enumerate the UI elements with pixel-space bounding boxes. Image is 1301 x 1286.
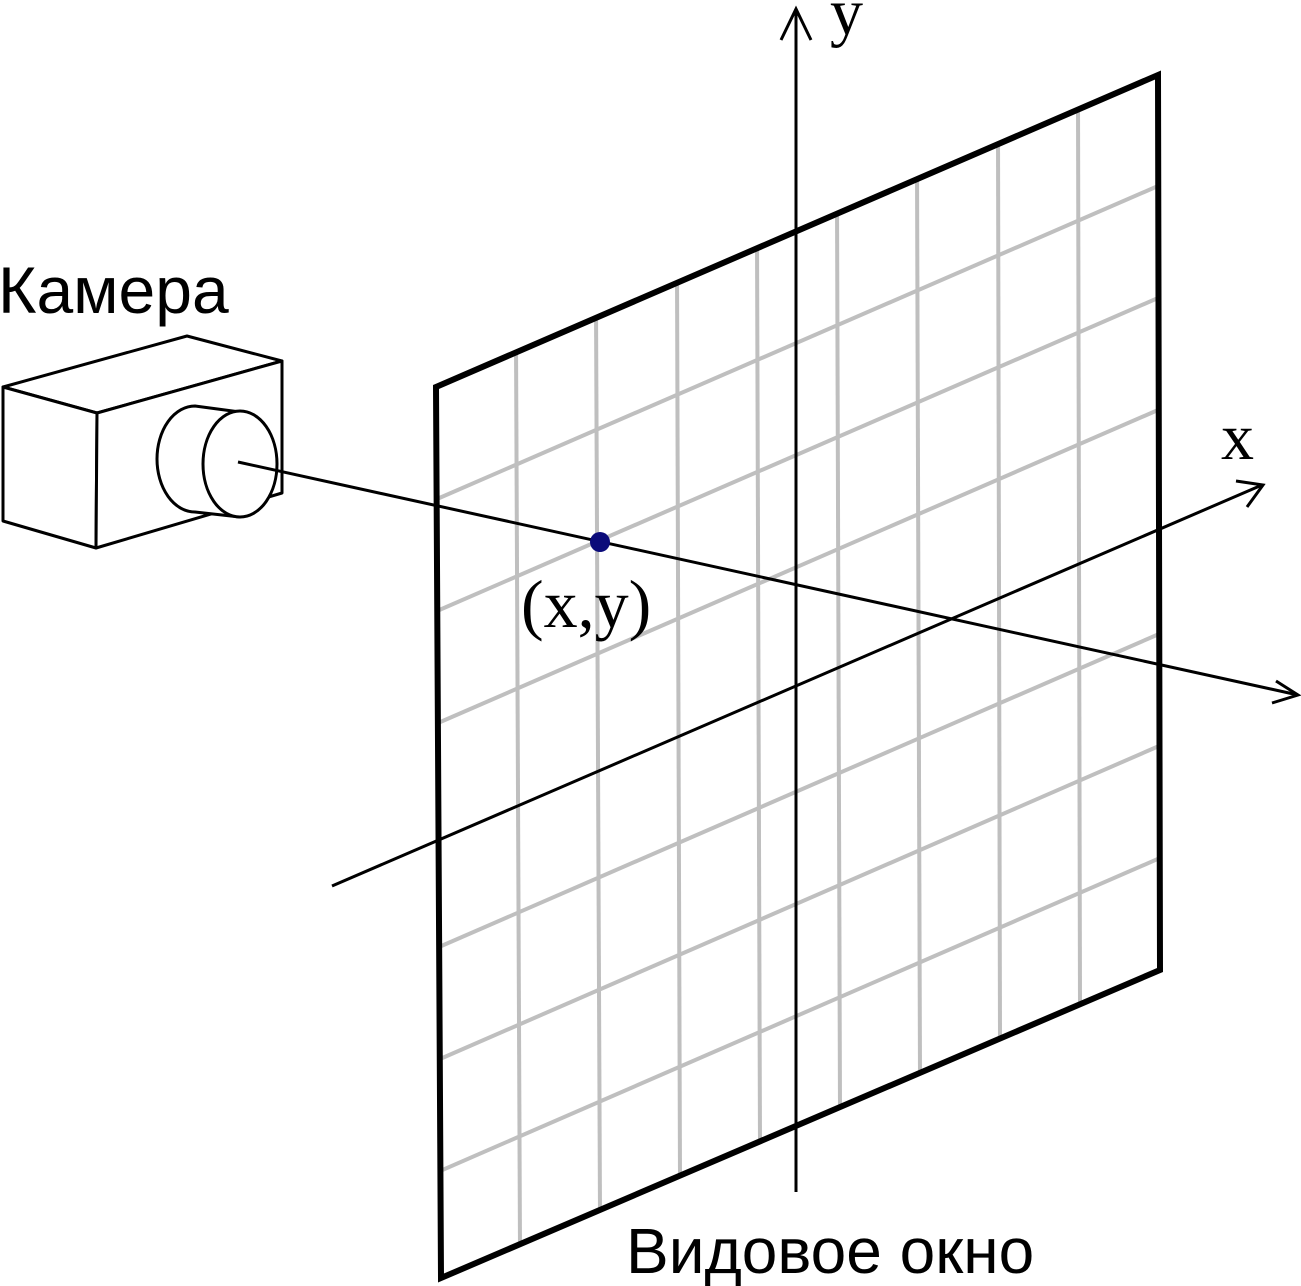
- camera-front-face: [1, 385, 99, 550]
- camera-lens: [201, 409, 279, 519]
- grid-vertical-line: [915, 165, 922, 1079]
- grid-vertical-line: [594, 304, 602, 1216]
- ray-arrowhead: [1271, 679, 1301, 705]
- y-axis: [779, 5, 813, 1192]
- point-label: (x,y): [521, 566, 651, 642]
- grid-vertical-line: [755, 235, 762, 1148]
- camera-ray: [237, 460, 1301, 705]
- viewport-grid: [436, 95, 1160, 1251]
- x-axis-arrowhead: [1235, 479, 1266, 508]
- axis-x-label: x: [1221, 401, 1254, 474]
- camera-icon: [1, 334, 284, 550]
- grid-oblique-line: [439, 744, 1160, 1061]
- grid-vertical-line: [996, 130, 1002, 1044]
- y-axis-arrowhead: [779, 5, 813, 41]
- grid-vertical-line: [1076, 95, 1082, 1010]
- grid-oblique-line: [438, 632, 1160, 949]
- grid-oblique-line: [439, 856, 1160, 1173]
- intersection-point: [590, 532, 610, 552]
- grid-vertical-line: [514, 339, 522, 1251]
- viewport-frame: [432, 70, 1164, 1283]
- axis-y-label: y: [830, 0, 863, 49]
- grid-oblique-line: [437, 408, 1159, 725]
- grid-vertical-line: [835, 199, 842, 1113]
- grid-vertical-line: [675, 269, 682, 1182]
- camera-label: Камера: [0, 253, 229, 327]
- viewport-label: Видовое окно: [626, 1215, 1034, 1286]
